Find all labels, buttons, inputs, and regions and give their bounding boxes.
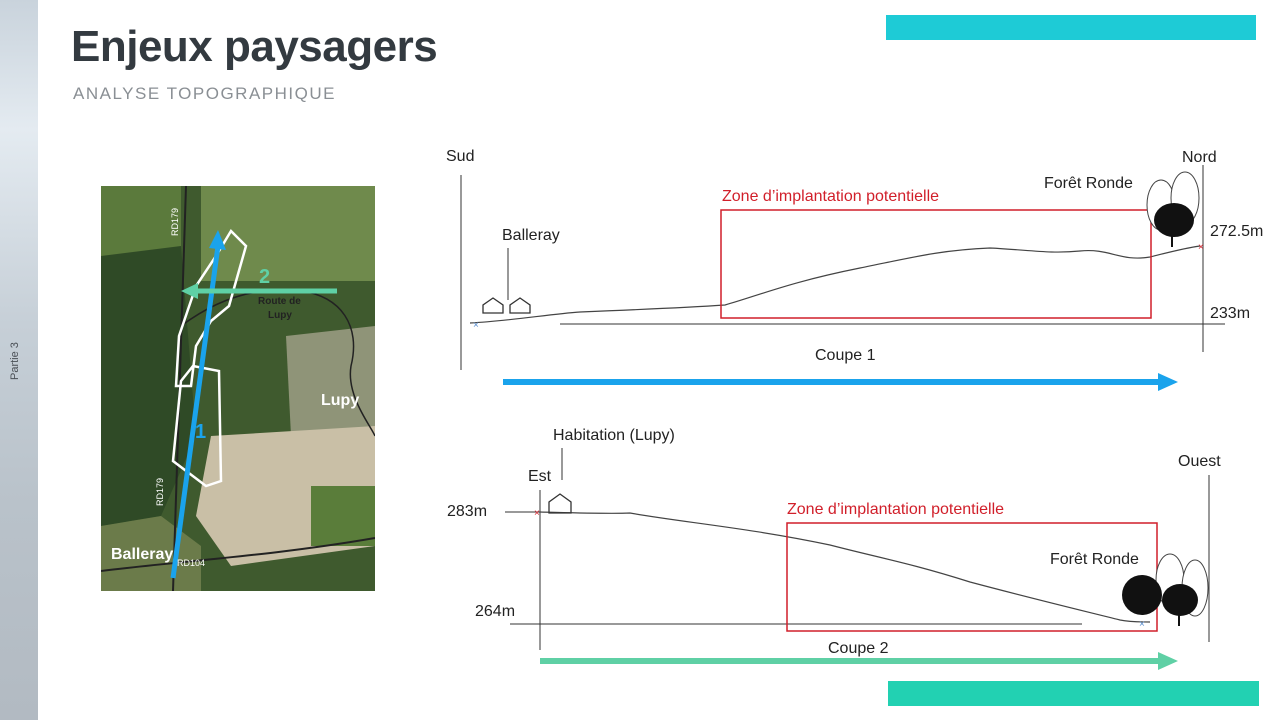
road-rd104 <box>101 537 375 572</box>
profile1-alt-high: 272.5m <box>1210 223 1263 240</box>
profile2-forest-label: Forêt Ronde <box>1050 551 1139 568</box>
road-lupy <box>180 289 375 437</box>
arrow-1-line <box>170 245 221 579</box>
profile1-village-label: Balleray <box>502 227 560 244</box>
profile2-arrow-head <box>1158 652 1178 670</box>
place-balleray: Balleray <box>111 546 173 563</box>
profile2-terrain <box>539 511 1151 623</box>
field-east <box>286 326 375 436</box>
profile2-forest-trees <box>1122 553 1209 626</box>
field-top-right <box>201 186 375 281</box>
house-icon <box>482 297 531 314</box>
page-title: Enjeux paysagers <box>71 22 438 71</box>
profile1-forest-label: Forêt Ronde <box>1044 175 1133 192</box>
page-subtitle: ANALYSE TOPOGRAPHIQUE <box>73 84 336 103</box>
topographic-profiles: Sud Nord Zone d’implantation potentielle… <box>446 148 1263 670</box>
profile2-habitation-label: Habitation (Lupy) <box>553 427 675 444</box>
arrow-2-head <box>181 283 198 299</box>
profile2-end-marker: × <box>1139 619 1145 630</box>
road-label-mid: RD179 <box>155 478 165 506</box>
profile2-zone-label: Zone d’implantation potentielle <box>787 501 1004 518</box>
road-label-top: RD179 <box>170 208 180 236</box>
route-label-line2: Lupy <box>268 310 292 321</box>
sidebar: Partie 3 <box>0 0 38 720</box>
route-label-line1: Route de <box>258 296 301 307</box>
arrow-1-label: 1 <box>195 421 206 443</box>
profile2-alt-high: 283m <box>447 503 487 520</box>
field-top-left <box>101 186 181 256</box>
profile1-start-marker: × <box>473 320 479 331</box>
place-lupy: Lupy <box>321 392 359 409</box>
section-label: Partie 3 <box>9 342 21 380</box>
profile2-start-marker: × <box>534 508 540 519</box>
profile1-terrain <box>469 245 1201 324</box>
profile1-north-label: Nord <box>1182 149 1217 166</box>
profile2-alt-low: 264m <box>475 603 515 620</box>
profile1-alt-low: 233m <box>1210 305 1250 322</box>
profile1-south-label: Sud <box>446 148 474 165</box>
accent-bar-bottom <box>888 681 1259 706</box>
arrow-1-head <box>209 230 226 250</box>
aerial-map: 1 2 RD179 RD179 RD104 Route de Lupy Lupy… <box>101 186 375 591</box>
zone-outline <box>171 228 248 488</box>
profile1-cut-label: Coupe 1 <box>815 347 876 364</box>
profile1-zone-label: Zone d’implantation potentielle <box>722 188 939 205</box>
accent-bar-top <box>886 15 1256 40</box>
house-icon <box>548 493 572 514</box>
arrow-2-label: 2 <box>259 266 270 288</box>
profile1-arrow-head <box>1158 373 1178 391</box>
road-label-bottom: RD104 <box>177 558 205 568</box>
field-se <box>311 486 375 546</box>
profile2-cut-label: Coupe 2 <box>828 640 889 657</box>
profile1-zone <box>720 209 1152 319</box>
profile2-east-label: Est <box>528 468 552 485</box>
profile2-west-label: Ouest <box>1178 453 1221 470</box>
profile1-end-marker: × <box>1198 242 1204 253</box>
profile1-forest-trees <box>1146 171 1200 247</box>
